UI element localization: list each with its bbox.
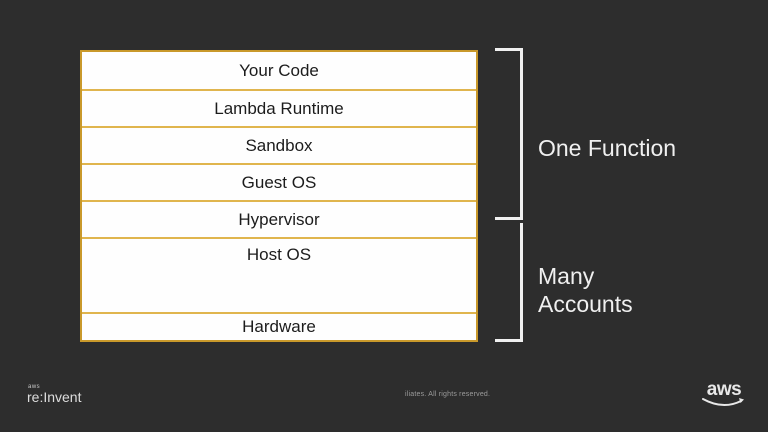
- copyright-text: iliates. All rights reserved.: [405, 391, 491, 398]
- stack-layer-hardware: Hardware: [82, 312, 476, 340]
- stack-layer-label: Lambda Runtime: [214, 98, 344, 118]
- stack-layer-guest-os: Guest OS: [82, 163, 476, 200]
- stack-layer-label: Sandbox: [245, 135, 313, 155]
- stack-diagram: Your Code Lambda Runtime Sandbox Guest O…: [80, 50, 478, 342]
- stack-layer-host-os: Host OS: [82, 237, 476, 312]
- aws-logo-text: aws: [706, 379, 742, 400]
- reinvent-logo-text: re:Invent: [27, 389, 82, 405]
- aws-logo: aws: [701, 380, 747, 409]
- many-accounts-label: Many Accounts: [538, 263, 633, 317]
- stack-layer-label: Hardware: [242, 317, 316, 336]
- one-function-label: One Function: [538, 135, 677, 161]
- reinvent-logo-aws-text: aws: [28, 384, 41, 390]
- many-accounts-bracket-icon: [495, 223, 523, 342]
- stack-layer-label: Your Code: [239, 60, 319, 80]
- stack-layer-label: Hypervisor: [238, 209, 320, 229]
- stack-layer-label: Host OS: [246, 245, 312, 264]
- aws-smile-icon: [702, 398, 744, 406]
- one-function-bracket-icon: [495, 48, 523, 220]
- reinvent-logo: aws re:Invent: [27, 384, 81, 405]
- stack-layer-lambda-runtime: Lambda Runtime: [82, 89, 476, 126]
- stack-layer-sandbox: Sandbox: [82, 126, 476, 163]
- stack-layer-your-code: Your Code: [82, 52, 476, 89]
- stack-layer-hypervisor: Hypervisor: [82, 200, 476, 237]
- stack-layer-label: Guest OS: [241, 172, 317, 192]
